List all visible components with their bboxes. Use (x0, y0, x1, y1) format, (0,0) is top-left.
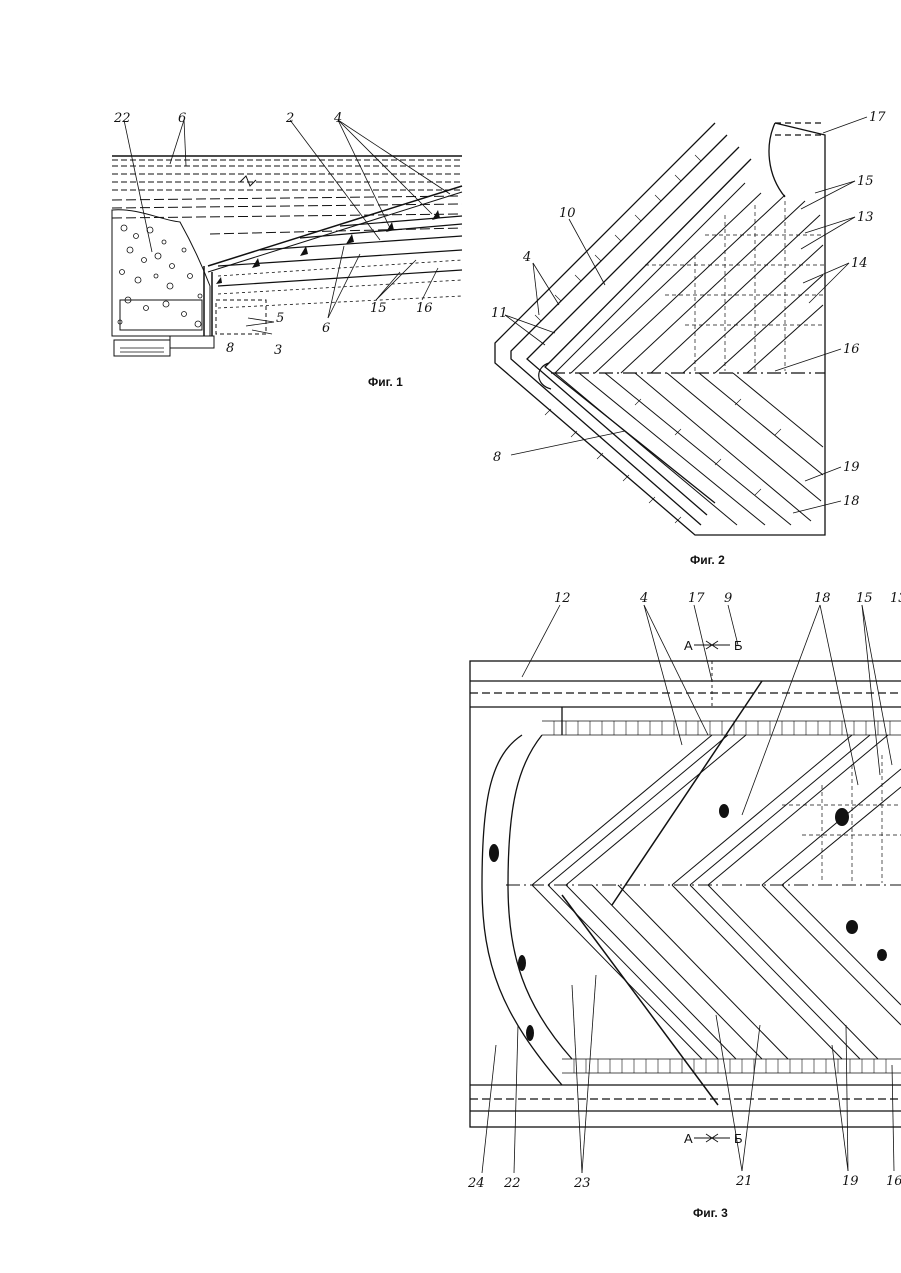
water-layer (112, 160, 462, 190)
fig1-caption: Фиг. 1 (368, 375, 403, 389)
fig3-label-22: 22 (503, 1176, 521, 1191)
fig3-label-24: 24 (467, 1176, 485, 1191)
fig1-label-16: 16 (416, 301, 433, 316)
fig2-label-11: 11 (491, 306, 508, 321)
fig1-label-6-top: 6 (178, 111, 186, 126)
fig2-label-15: 15 (857, 174, 874, 189)
figure-1-drawing: 22 6 2 4 5 3 8 6 15 16 (100, 100, 465, 400)
fig2-label-14: 14 (851, 256, 868, 271)
fig2-label-4: 4 (522, 250, 531, 265)
fig2-label-16: 16 (843, 342, 860, 357)
fig2-label-18: 18 (843, 494, 860, 509)
outer-frame (470, 661, 901, 1127)
figure-2-drawing: 17 15 13 14 10 4 11 16 8 19 18 (475, 105, 895, 575)
fig3-label-4: 4 (639, 591, 648, 606)
fig1-label-4: 4 (333, 111, 342, 126)
fig3-label-23: 23 (573, 1176, 591, 1191)
fig2-label-17: 17 (869, 110, 886, 125)
fig3-section-b-top: Б (734, 638, 743, 653)
fig3-caption: Фиг. 3 (693, 1206, 728, 1220)
fig1-label-22: 22 (113, 111, 131, 126)
fig3-section-a-top: А (684, 638, 693, 653)
fig3-section-b-bottom: Б (734, 1131, 743, 1146)
fig1-label-15: 15 (370, 301, 387, 316)
fig3-label-18: 18 (814, 591, 831, 606)
figure-1: 22 6 2 4 5 3 8 6 15 16 Фиг. 1 (100, 100, 465, 400)
figure-3: 12 4 17 9 18 15 13 А Б А Б 24 22 23 21 1… (462, 585, 901, 1255)
fig1-label-6-bottom: 6 (322, 321, 330, 336)
fig1-label-2: 2 (285, 111, 294, 126)
fig1-label-3: 3 (274, 343, 282, 358)
fig2-label-19: 19 (843, 460, 860, 475)
fig2-label-10: 10 (559, 206, 576, 221)
fig1-label-8: 8 (226, 341, 234, 356)
fig3-label-9: 9 (724, 591, 732, 606)
figure-3-drawing: 12 4 17 9 18 15 13 А Б А Б 24 22 23 21 1… (462, 585, 901, 1255)
fig3-label-17: 17 (688, 591, 705, 606)
fig3-label-12: 12 (554, 591, 571, 606)
figure-2: 17 15 13 14 10 4 11 16 8 19 18 Фиг. 2 (475, 105, 895, 575)
fig3-label-15: 15 (856, 591, 873, 606)
dark-blobs (489, 804, 887, 1041)
fig2-caption: Фиг. 2 (690, 553, 725, 567)
fig2-label-13: 13 (857, 210, 874, 225)
fig3-section-a-bottom: А (684, 1131, 693, 1146)
fig3-label-19: 19 (842, 1174, 859, 1189)
fig3-label-21: 21 (735, 1174, 753, 1189)
fig2-label-8: 8 (493, 450, 501, 465)
fig3-label-13: 13 (890, 591, 901, 606)
fig1-label-5: 5 (276, 311, 284, 326)
fig3-label-16: 16 (886, 1174, 901, 1189)
